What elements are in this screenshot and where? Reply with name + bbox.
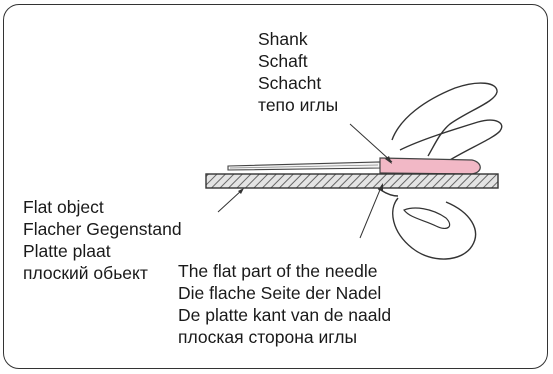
lower-finger-drawing xyxy=(378,188,476,259)
flat-part-label-line: The flat part of the needle xyxy=(178,260,391,282)
flat-part-pointer-line xyxy=(360,185,382,238)
flat-object-label-line: плоский обьект xyxy=(23,262,182,284)
flat-object-label-line: Platte plaat xyxy=(23,240,182,262)
flat-object-label-line: Flacher Gegenstand xyxy=(23,218,182,240)
flat-object-label: Flat object Flacher Gegenstand Platte pl… xyxy=(23,196,182,284)
flat-object-label-line: Flat object xyxy=(23,196,182,218)
upper-finger-drawing xyxy=(400,120,502,160)
shank-label-line: Shank xyxy=(258,28,338,50)
flat-object-pointer-line xyxy=(218,190,242,212)
flat-part-label-line: De platte kant van de naald xyxy=(178,304,391,326)
shank-pointer-line xyxy=(350,124,392,162)
upper-finger-drawing xyxy=(392,83,497,156)
shank-label-line: тепо иглы xyxy=(258,94,338,116)
flat-part-label-line: Die flache Seite der Nadel xyxy=(178,282,391,304)
needle-shank-drawing xyxy=(380,158,480,174)
flat-part-label-line: плоская сторона иглы xyxy=(178,326,391,348)
needle-drawing xyxy=(228,162,380,170)
shank-label-line: Schaft xyxy=(258,50,338,72)
shank-label-line: Schacht xyxy=(258,72,338,94)
lower-finger-nail xyxy=(404,208,450,228)
shank-label: Shank Schaft Schacht тепо иглы xyxy=(258,28,338,116)
flat-part-label: The flat part of the needle Die flache S… xyxy=(178,260,391,348)
flat-plate-drawing xyxy=(206,174,498,188)
